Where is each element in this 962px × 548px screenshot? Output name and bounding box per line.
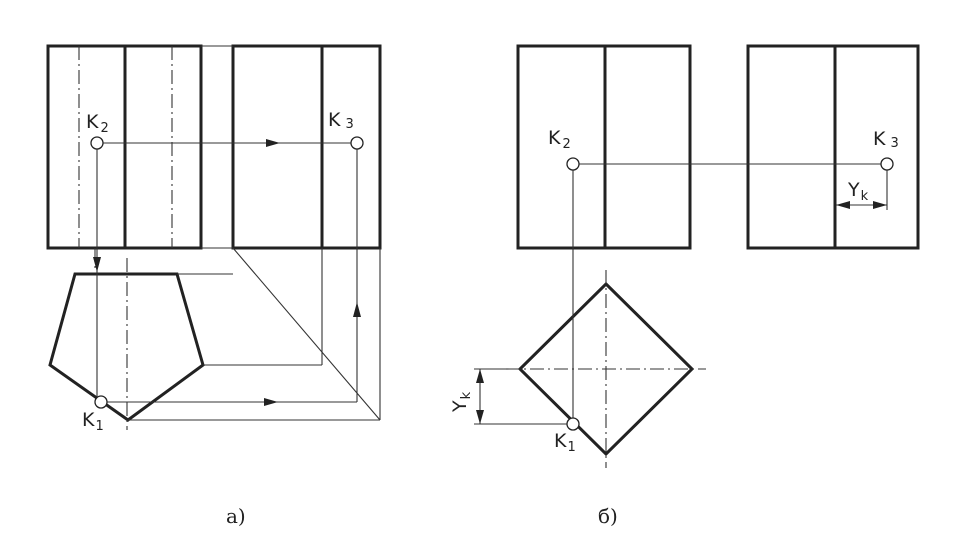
a-arrow-right-upper [266,139,280,147]
a-point-k3 [350,136,364,150]
b-point-k3 [880,157,894,171]
a-label-k1: K1 [82,409,104,434]
b-label-yk-side: Yk [847,179,869,204]
a-side-view-outline [231,44,382,250]
b-label-yk-top: Yk [449,391,474,413]
b-dimension-top-arrow-down [476,410,484,424]
b-dimension-side-arrow-left [836,201,850,209]
b-top-view-square [517,281,695,457]
a-diagonal-45 [232,247,381,421]
b-dimension-top-arrow-up [476,369,484,383]
a-arrow-right-lower [264,398,278,406]
a-top-view-pentagon [48,272,205,422]
a-arrow-up [353,302,361,317]
b-label-k1: K1 [554,430,576,455]
a-arrow-down [93,257,101,272]
b-point-k2 [566,157,580,171]
a-point-k2 [90,136,104,150]
b-caption: б) [598,504,618,528]
b-point-k1 [566,417,580,431]
a-point-k1 [94,395,108,409]
a-caption: а) [226,504,246,528]
b-side-view-outline [746,44,920,250]
b-dimension-side-arrow-right [873,201,887,209]
